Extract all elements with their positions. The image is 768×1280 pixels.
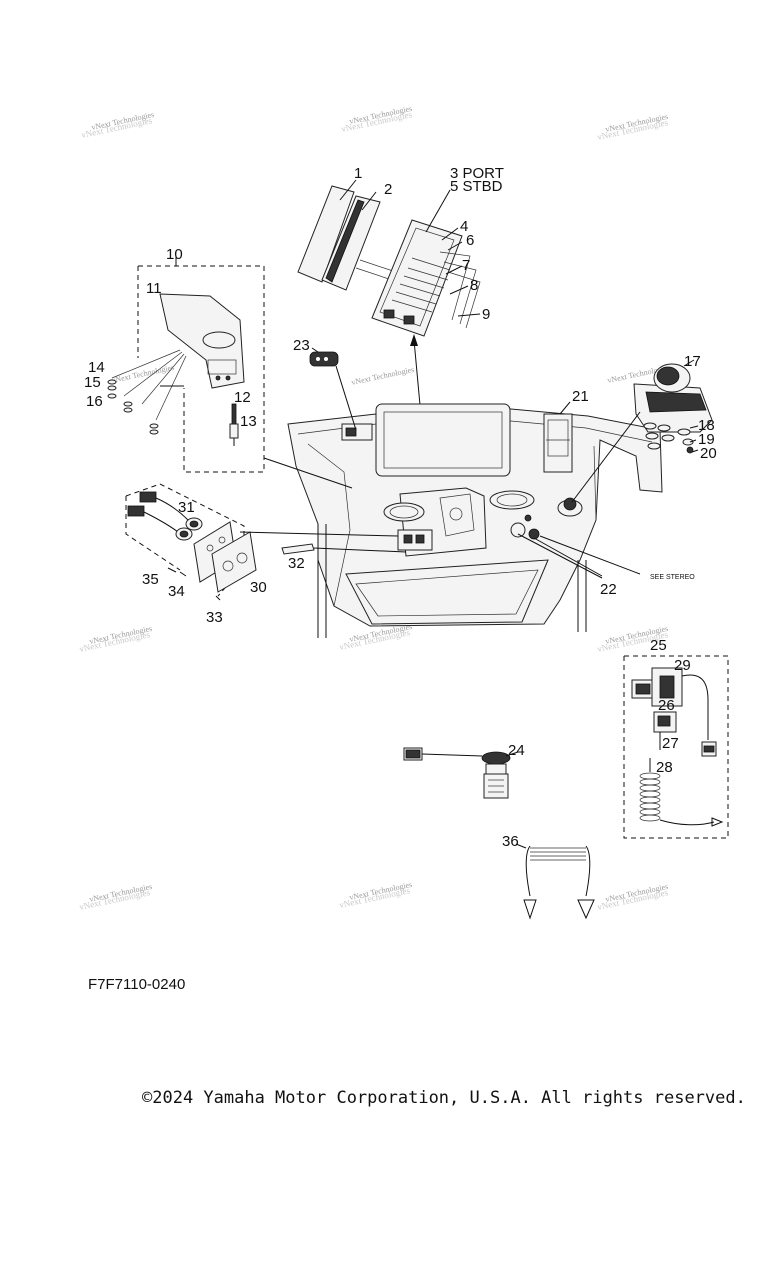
callout-2: 2 — [384, 181, 392, 198]
key-fob — [309, 347, 357, 431]
callout-13: 13 — [240, 413, 257, 430]
arrow-icon — [410, 334, 418, 346]
dashboard-console — [287, 403, 663, 638]
stereo-knob — [528, 528, 540, 540]
callout-14: 14 — [88, 359, 105, 376]
callout-34: 34 — [168, 583, 185, 600]
leaders-22 — [517, 533, 641, 579]
callout-28: 28 — [656, 759, 673, 776]
usb-harness-group — [125, 483, 407, 601]
connector — [403, 315, 415, 325]
callout-1: 1 — [354, 165, 362, 182]
usb-bezel — [211, 531, 257, 593]
display-bezel-edge — [325, 199, 365, 283]
callout-9: 9 — [482, 306, 490, 323]
callout-23: 23 — [293, 337, 310, 354]
callout-33: 33 — [206, 609, 223, 626]
callout-30: 30 — [250, 579, 267, 596]
callout-36: 36 — [502, 833, 519, 850]
stereo-knob — [510, 522, 526, 538]
usb-panel — [397, 529, 433, 551]
leaders-display — [339, 179, 481, 317]
callout-21: 21 — [572, 388, 589, 405]
callout-35: 35 — [142, 571, 159, 588]
callout-7: 7 — [462, 257, 470, 274]
joystick-assembly — [571, 359, 713, 503]
callout-27: 27 — [662, 735, 679, 752]
callout-32: 32 — [288, 555, 305, 572]
display-housing — [371, 219, 463, 337]
callout-12: 12 — [234, 389, 251, 406]
glove-box — [345, 559, 549, 625]
callout-18: 18 — [698, 417, 715, 434]
part-24-switch — [403, 747, 519, 799]
see-stereo-label: SEE STEREO — [650, 574, 695, 581]
callout-20: 20 — [700, 445, 717, 462]
callout-29: 29 — [674, 657, 691, 674]
callout-31: 31 — [178, 499, 195, 516]
callout-22: 22 — [600, 581, 617, 598]
watermark: vNext Technologies — [351, 365, 415, 387]
connector — [383, 309, 395, 319]
callout-4: 4 — [460, 218, 468, 235]
callout-26: 26 — [658, 697, 675, 714]
harness-connector — [127, 505, 145, 517]
group-10-kit — [107, 256, 353, 489]
display-screen — [375, 403, 511, 477]
part-36-lanyard — [515, 843, 595, 920]
display-assembly — [297, 185, 481, 406]
callout-labels: 1 2 3 PORT 5 STBD 4 6 7 8 9 10 11 12 13 … — [84, 165, 717, 850]
callout-25: 25 — [650, 637, 667, 654]
callout-6: 6 — [466, 232, 474, 249]
group-25-kit — [623, 655, 729, 839]
callout-3-port: 3 PORT — [450, 165, 504, 182]
phone-holder — [543, 413, 573, 473]
bracket-plate — [159, 293, 245, 389]
callout-5-stbd: 5 STBD — [450, 178, 503, 195]
callout-10: 10 — [166, 246, 183, 263]
cup-holder-right — [489, 490, 535, 510]
copyright-notice: ©2024 Yamaha Motor Corporation, U.S.A. A… — [142, 1088, 746, 1108]
callout-24: 24 — [508, 742, 525, 759]
callout-16: 16 — [86, 393, 103, 410]
coil-cord — [639, 772, 661, 822]
callout-8: 8 — [470, 277, 478, 294]
callout-19: 19 — [698, 431, 715, 448]
callout-15: 15 — [84, 374, 101, 391]
harness-connector — [139, 491, 157, 503]
trim-strip — [281, 543, 315, 555]
callout-17: 17 — [684, 353, 701, 370]
drawing-code: F7F7110-0240 — [88, 976, 186, 993]
callout-11: 11 — [146, 280, 162, 297]
leader-21 — [559, 401, 571, 415]
display-cover-glass — [297, 185, 355, 283]
